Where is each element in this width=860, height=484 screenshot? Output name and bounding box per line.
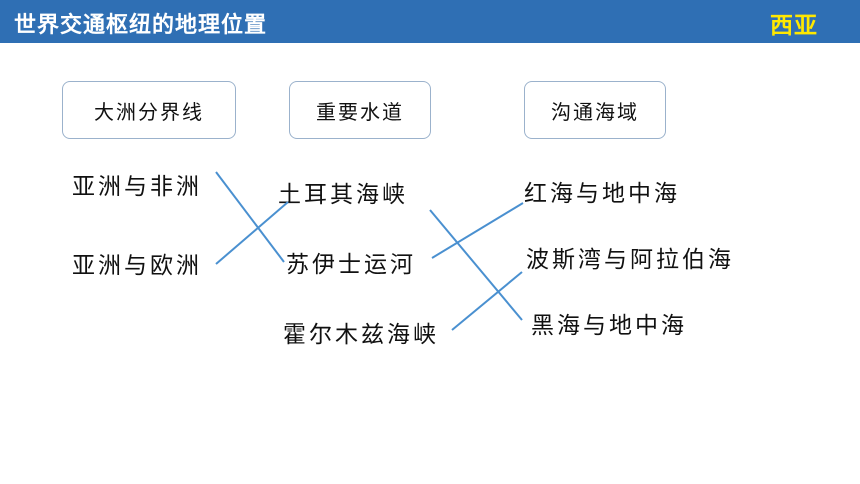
- header-bar: 世界交通枢纽的地理位置 西亚: [0, 0, 860, 43]
- link-asia-europe-to-turkish: [215, 201, 289, 265]
- waterway-turkish-straits: 土耳其海峡: [278, 182, 408, 208]
- waterway-hormuz-strait: 霍尔木兹海峡: [283, 322, 439, 348]
- link-asia-africa-to-suez: [215, 171, 285, 263]
- category-box-waterway: 重要水道: [289, 81, 431, 139]
- region-label: 西亚: [770, 13, 818, 39]
- sea-persian-arabian: 波斯湾与阿拉伯海: [526, 247, 734, 273]
- link-suez-to-red-sea: [431, 202, 524, 259]
- waterway-suez-canal: 苏伊士运河: [286, 252, 416, 278]
- category-box-continent-boundary: 大洲分界线: [62, 81, 236, 139]
- link-turkish-to-black-sea: [429, 209, 523, 321]
- page-title: 世界交通枢纽的地理位置: [14, 13, 268, 38]
- sea-red-mediterranean: 红海与地中海: [524, 181, 680, 207]
- category-box-connected-seas: 沟通海域: [524, 81, 666, 139]
- link-hormuz-to-persian-gulf: [451, 271, 523, 331]
- boundary-asia-africa: 亚洲与非洲: [72, 174, 202, 200]
- sea-black-mediterranean: 黑海与地中海: [531, 313, 687, 339]
- boundary-asia-europe: 亚洲与欧洲: [72, 253, 202, 279]
